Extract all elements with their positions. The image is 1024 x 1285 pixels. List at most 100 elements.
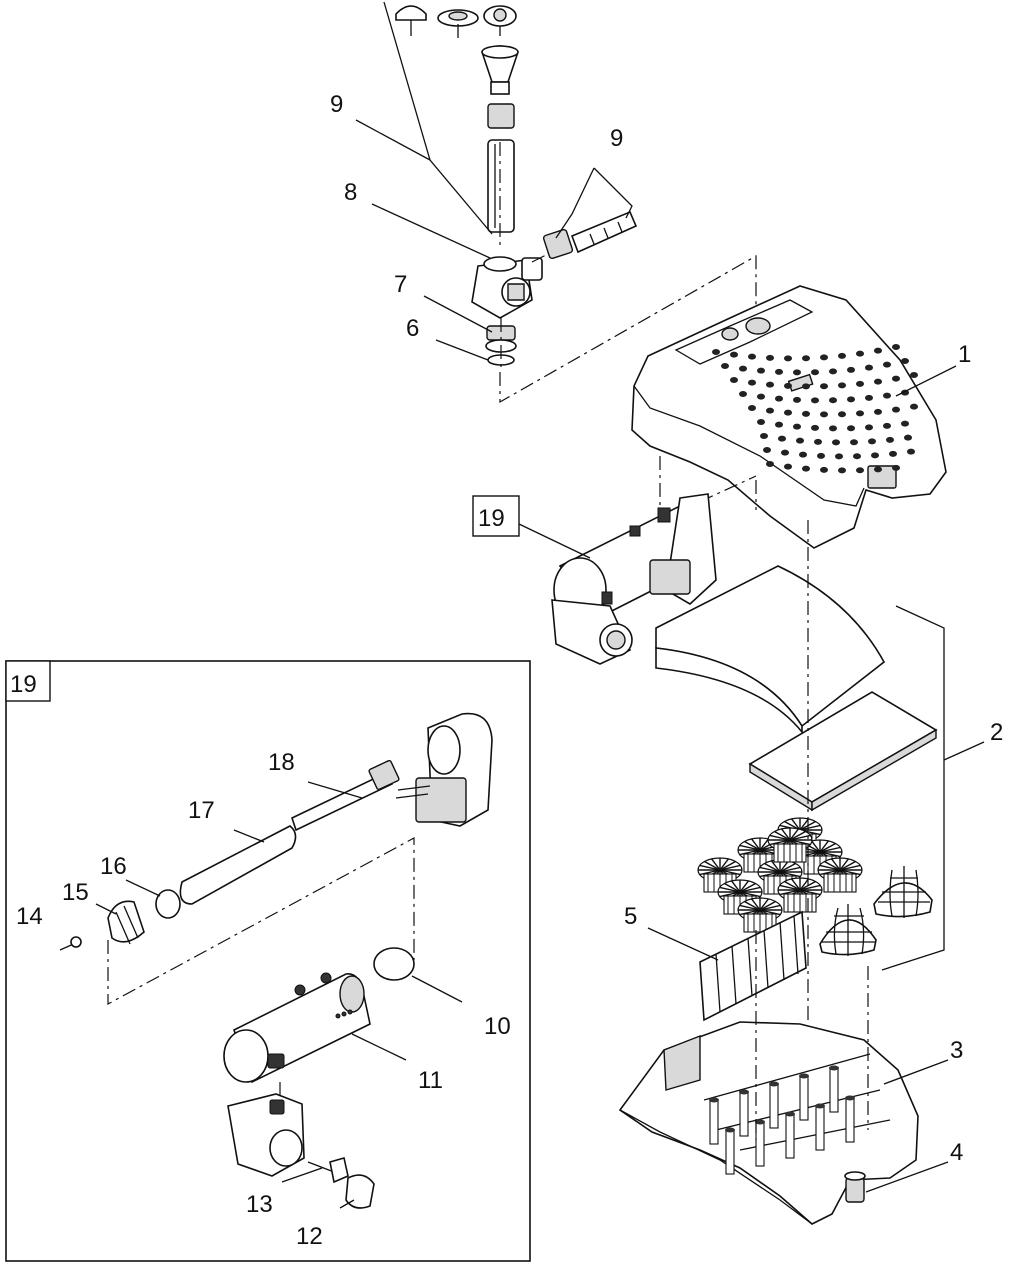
vent-hole <box>730 377 738 383</box>
uv-exploded-parts <box>59 712 493 1209</box>
vent-hole <box>829 425 837 432</box>
vent-hole <box>748 405 756 411</box>
vent-hole <box>784 409 792 416</box>
filter-balls <box>697 817 863 933</box>
vent-hole <box>838 352 846 359</box>
vent-hole <box>739 391 747 397</box>
vent-hole <box>856 410 864 417</box>
callout-9a: 9 <box>330 91 343 118</box>
vent-hole <box>874 347 882 354</box>
vent-hole <box>784 382 792 389</box>
base-standpipe <box>785 1113 795 1159</box>
base-standpipe <box>739 1091 749 1137</box>
vent-hole <box>838 382 846 389</box>
vent-hole <box>868 438 876 445</box>
vent-hole <box>820 411 828 418</box>
leader-lines-inset <box>95 781 463 1209</box>
base-standpipes <box>709 1065 855 1175</box>
filter-brush-ball <box>777 877 823 913</box>
callout-4: 4 <box>950 1139 963 1166</box>
vent-hole <box>889 450 897 457</box>
vent-hole <box>892 406 900 413</box>
vent-hole <box>784 463 792 470</box>
vent-hole <box>820 383 828 390</box>
vent-hole <box>910 372 918 378</box>
vent-hole <box>802 410 810 417</box>
uv-clarifier-unit <box>551 493 717 665</box>
vent-hole <box>904 434 912 441</box>
vent-hole <box>883 361 891 368</box>
base-standpipe <box>799 1075 809 1121</box>
cover-vent-holes <box>712 344 918 474</box>
vent-hole <box>802 383 810 390</box>
filter-brush-ball <box>767 827 813 863</box>
filter-brush-ball <box>697 857 743 893</box>
boxed-label-19-main-text: 19 <box>478 505 505 532</box>
vent-hole <box>757 367 765 374</box>
vent-hole <box>721 363 729 369</box>
vent-hole <box>748 353 756 360</box>
vent-hole <box>838 411 846 418</box>
base-standpipe-top <box>725 1127 735 1133</box>
vent-hole <box>856 380 864 387</box>
foam-filter-bracket <box>881 605 945 971</box>
hose-adapter <box>542 210 638 260</box>
vent-hole <box>820 466 828 473</box>
vent-hole <box>835 453 843 460</box>
callout-17: 17 <box>188 797 215 824</box>
vent-hole <box>865 424 873 431</box>
vent-hole <box>730 351 738 358</box>
vent-hole <box>886 436 894 443</box>
base-standpipe-top <box>709 1097 719 1103</box>
callout-5: 5 <box>624 903 637 930</box>
vent-hole <box>775 395 783 402</box>
vent-hole <box>892 375 900 382</box>
vent-hole <box>748 379 756 386</box>
fountain-nozzle-assembly <box>395 5 638 366</box>
leader-lines-top <box>355 1 633 361</box>
vent-hole <box>811 397 819 404</box>
base-standpipe-top <box>815 1103 825 1109</box>
callout-labels: 1 2 3 4 5 6 7 8 9 9 10 11 12 13 14 15 16… <box>16 91 1003 1250</box>
vent-hole <box>853 453 861 460</box>
vent-hole <box>901 358 909 364</box>
base-standpipe <box>815 1105 825 1151</box>
boxed-label-19-inset-text: 19 <box>10 671 37 698</box>
callout-7: 7 <box>394 271 407 298</box>
vent-hole <box>820 354 828 361</box>
vent-hole <box>784 355 792 362</box>
callout-16: 16 <box>100 853 127 880</box>
base-standpipe-top <box>845 1095 855 1101</box>
boxed-label-19-main: 19 <box>472 495 520 537</box>
housing-base <box>618 1021 919 1225</box>
filter-sponge-spheres <box>819 866 933 956</box>
vent-hole <box>781 449 789 456</box>
vent-hole <box>739 365 747 372</box>
housing-cover <box>631 285 947 549</box>
callout-11: 11 <box>418 1067 443 1094</box>
vent-hole <box>763 447 771 453</box>
leader-19-main <box>518 523 591 559</box>
base-standpipe <box>755 1121 765 1167</box>
vent-hole <box>865 364 873 371</box>
vent-hole <box>865 394 873 401</box>
base-standpipe <box>829 1067 839 1113</box>
vent-hole <box>829 397 837 404</box>
vent-hole <box>907 448 915 455</box>
filter-brush-ball <box>737 897 783 933</box>
vent-hole <box>802 355 810 362</box>
vent-hole <box>901 420 909 427</box>
base-standpipe <box>709 1099 719 1145</box>
nozzle-attachments <box>395 5 517 38</box>
vent-hole <box>892 344 900 350</box>
base-standpipe <box>769 1083 779 1129</box>
vent-hole <box>760 433 768 439</box>
vent-hole <box>847 425 855 432</box>
vent-hole <box>817 452 825 459</box>
assembly-axis-main <box>659 456 869 1140</box>
vent-hole <box>811 424 819 431</box>
vent-hole <box>874 466 882 473</box>
base-standpipe-top <box>829 1065 839 1071</box>
vent-hole <box>775 421 783 428</box>
